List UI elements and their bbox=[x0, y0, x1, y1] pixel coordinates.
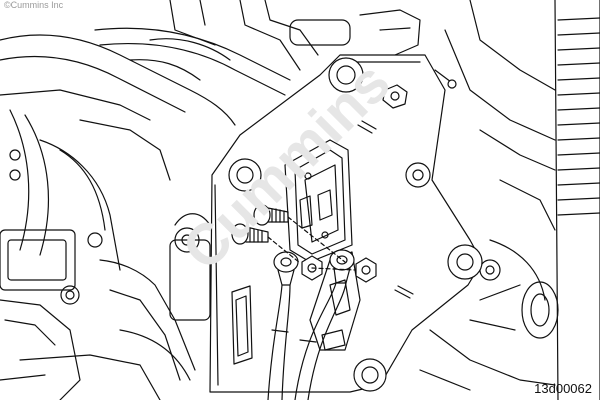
plate-top-bolt bbox=[382, 69, 457, 109]
hex-nut-right bbox=[355, 257, 377, 283]
alignment-pins bbox=[357, 120, 414, 299]
plate-slot bbox=[231, 285, 253, 365]
plate-bosses bbox=[228, 57, 483, 392]
figure-id-label: 13d00062 bbox=[534, 381, 592, 396]
background-engine-left bbox=[0, 0, 236, 400]
radiator-grille bbox=[419, 0, 600, 400]
battery-cables bbox=[267, 282, 347, 400]
stud-lower bbox=[231, 223, 269, 245]
ring-terminal-right bbox=[329, 249, 355, 284]
stud-upper bbox=[253, 204, 289, 226]
removal-guide-lines bbox=[267, 216, 356, 271]
copyright-label: ©Cummins Inc bbox=[4, 0, 64, 10]
top-pipes bbox=[94, 0, 421, 96]
